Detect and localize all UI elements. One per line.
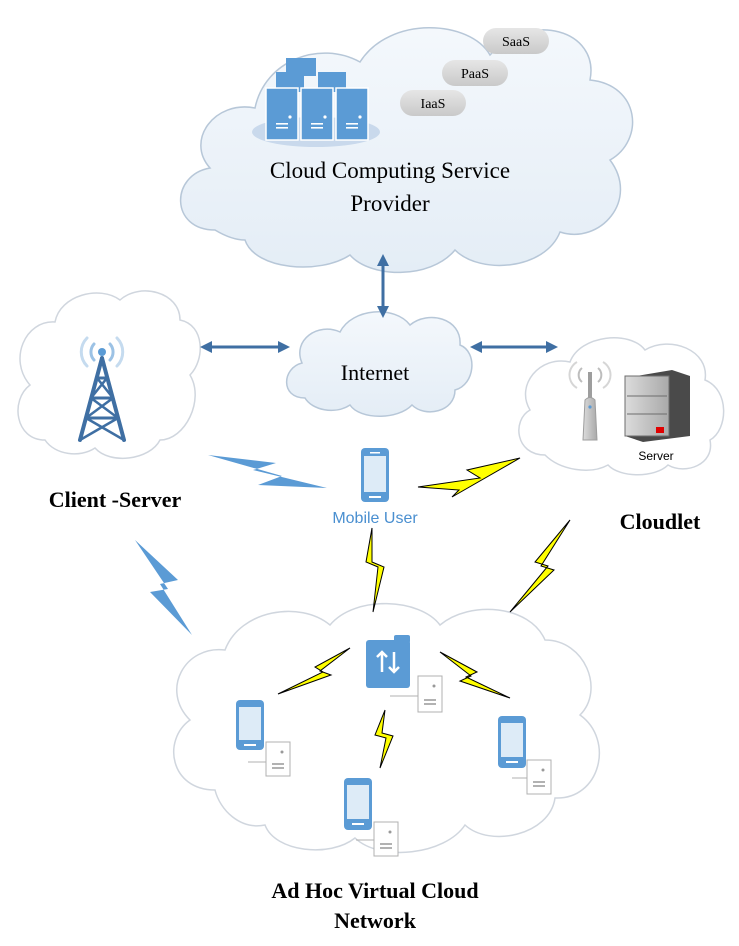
service-pill-paas: PaaS <box>442 60 508 86</box>
client-server-cloud <box>17 290 201 460</box>
svg-text:SaaS: SaaS <box>502 35 530 50</box>
adhoc-hub-icon <box>366 635 443 713</box>
lightning-cloudlet-adhoc <box>509 519 571 613</box>
provider-title: Cloud Computing Service Provider <box>230 154 550 220</box>
lightning-client-adhoc <box>135 540 192 635</box>
svg-text:IaaS: IaaS <box>421 97 446 112</box>
cloudlet-cloud <box>518 337 725 476</box>
mobile-user-phone-icon <box>361 448 389 502</box>
data-center-server-icon <box>252 58 380 147</box>
provider-title-line2: Provider <box>350 191 430 216</box>
adhoc-cloud <box>173 602 601 854</box>
adhoc-device-right <box>498 716 552 795</box>
cell-tower-icon <box>78 336 126 442</box>
cloudlet-label: Cloudlet <box>619 509 701 534</box>
adhoc-device-bottom <box>344 778 399 857</box>
lightning-hub-right <box>439 651 511 699</box>
adhoc-label-line1: Ad Hoc Virtual Cloud <box>271 878 479 903</box>
provider-cloud <box>179 27 634 274</box>
internet-cloud: Internet <box>286 311 473 417</box>
server-icon <box>624 370 690 442</box>
svg-text:PaaS: PaaS <box>461 67 489 82</box>
lightning-client-mobile <box>208 455 327 488</box>
mobile-user-label: Mobile User <box>332 510 418 527</box>
adhoc-device-left <box>236 700 291 777</box>
adhoc-label-line2: Network <box>334 908 416 933</box>
service-pill-iaas: IaaS <box>400 90 466 116</box>
adhoc-label: Ad Hoc Virtual Cloud Network <box>230 876 520 936</box>
client-server-label: Client -Server <box>48 487 182 512</box>
wireless-access-point-icon <box>568 361 612 441</box>
lightning-hub-left <box>277 647 351 695</box>
internet-label: Internet <box>341 360 409 385</box>
lightning-cloudlet-mobile <box>417 457 521 498</box>
lightning-hub-bottom <box>374 709 394 769</box>
provider-title-line1: Cloud Computing Service <box>269 158 511 183</box>
service-pill-saas: SaaS <box>483 28 549 54</box>
lightning-mobile-adhoc <box>365 527 385 613</box>
server-caption: Server <box>638 449 673 463</box>
